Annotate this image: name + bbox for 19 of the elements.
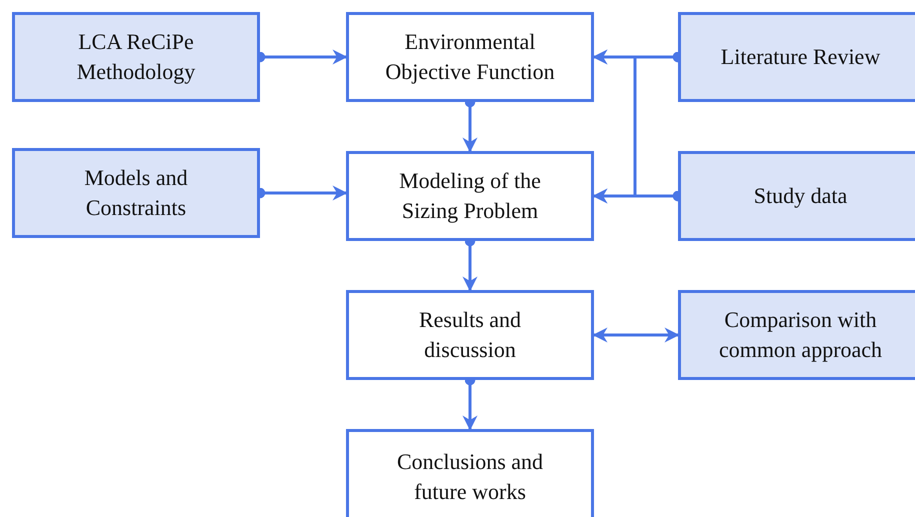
- box-label: Environmental Objective Function: [384, 28, 556, 86]
- box-label: Models and Constraints: [83, 164, 189, 222]
- box-label: Conclusions and future works: [396, 448, 544, 506]
- input-box: [678, 151, 915, 241]
- process-box: [346, 290, 594, 380]
- process-box: [346, 12, 594, 102]
- process-box: [346, 429, 594, 517]
- process-box: [346, 151, 594, 241]
- input-box: [678, 290, 915, 380]
- input-box: [12, 12, 260, 102]
- box-label: Literature Review: [720, 43, 880, 71]
- input-box: [678, 12, 915, 102]
- box-label: Comparison with common approach: [718, 306, 884, 364]
- box-label: Results and discussion: [418, 306, 522, 364]
- box-label: Modeling of the Sizing Problem: [398, 167, 542, 225]
- arrow: [592, 328, 680, 342]
- box-label: LCA ReCiPe Methodology: [76, 28, 196, 86]
- input-box: [12, 148, 260, 238]
- box-label: Study data: [754, 182, 848, 210]
